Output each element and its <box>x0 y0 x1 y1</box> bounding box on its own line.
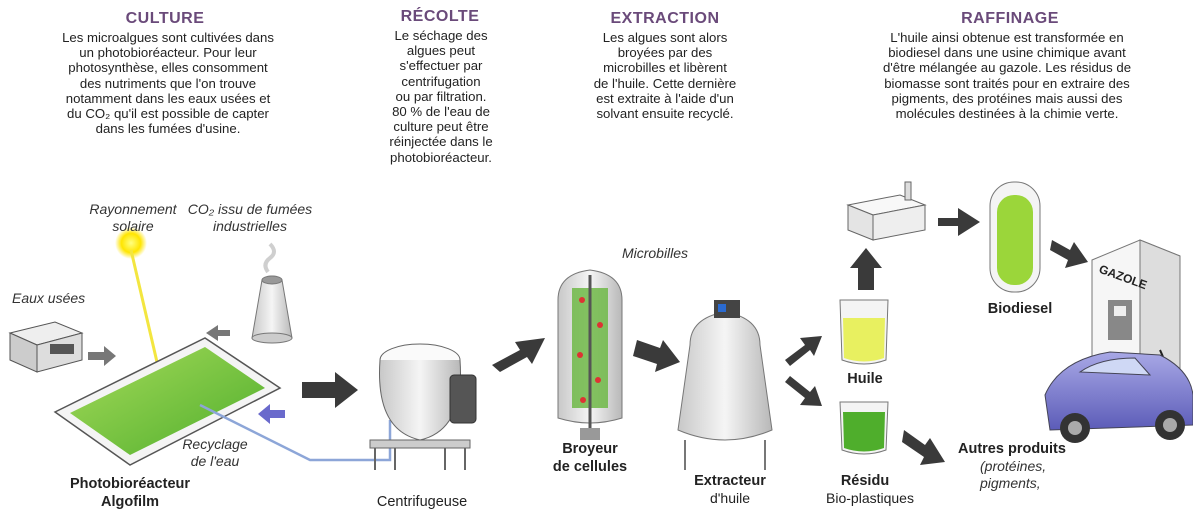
arrow-icon <box>1050 240 1088 268</box>
oil-beaker-icon <box>839 299 889 365</box>
label-residu: Résidu <box>840 473 890 489</box>
culture-text: Les microalgues sont cultivées dans un p… <box>62 30 274 137</box>
extraction-title: EXTRACTION <box>610 10 720 27</box>
label-photobioreacteur: Photobioréacteur Algofilm <box>69 476 191 510</box>
label-microbilles: Microbilles <box>621 245 689 261</box>
label-extracteur: Extracteur <box>694 473 766 489</box>
photobioreactor-icon <box>53 337 282 466</box>
arrow-icon <box>850 248 882 290</box>
label-autres-details: (protéines, pigments, <box>980 458 1047 491</box>
oil-extractor-icon <box>677 300 773 470</box>
recolte-text: Le séchage des algues peut s'effectuer p… <box>389 28 493 165</box>
factory-icon <box>846 181 927 241</box>
arrow-icon <box>258 404 285 424</box>
label-extracteur-huile: d'huile <box>709 490 751 506</box>
label-bioplastiques: Bio-plastiques <box>826 490 914 506</box>
centrifuge-icon <box>369 343 477 470</box>
label-co2: CO₂ issu de fumées industrielles <box>187 201 313 234</box>
car-icon <box>1044 351 1193 443</box>
arrow-icon <box>785 376 822 406</box>
label-rayonnement: Rayonnement solaire <box>89 201 177 234</box>
arrow-icon <box>633 340 680 372</box>
label-broyeur: Broyeur de cellules <box>552 441 628 475</box>
label-eaux-usees: Eaux usées <box>12 290 86 306</box>
arrow-icon <box>492 338 545 372</box>
label-huile: Huile <box>847 371 883 387</box>
arrow-icon <box>938 208 980 236</box>
arrow-icon <box>206 325 230 341</box>
wastewater-box-icon <box>8 321 84 373</box>
cell-grinder-icon <box>557 269 623 440</box>
culture-title: CULTURE <box>125 10 205 27</box>
extraction-text: Les algues sont alors broyées par des mi… <box>593 30 737 122</box>
label-autres-produits: Autres produits <box>958 441 1066 457</box>
arrow-icon <box>785 336 822 366</box>
chimney-icon <box>251 242 293 344</box>
sun-icon <box>115 227 162 376</box>
biodiesel-tube-icon <box>989 181 1041 293</box>
arrow-icon <box>88 346 116 366</box>
label-biodiesel: Biodiesel <box>987 301 1053 317</box>
arrow-icon <box>302 372 358 408</box>
label-centrifugeuse: Centrifugeuse <box>376 494 468 510</box>
arrow-icon <box>902 430 945 465</box>
label-recyclage: Recyclage de l'eau <box>182 436 248 469</box>
raffinage-text: L'huile ainsi obtenue est transformée en… <box>882 30 1132 122</box>
raffinage-title: RAFFINAGE <box>961 10 1059 27</box>
recolte-title: RÉCOLTE <box>400 8 480 25</box>
residue-beaker-icon <box>839 401 889 455</box>
